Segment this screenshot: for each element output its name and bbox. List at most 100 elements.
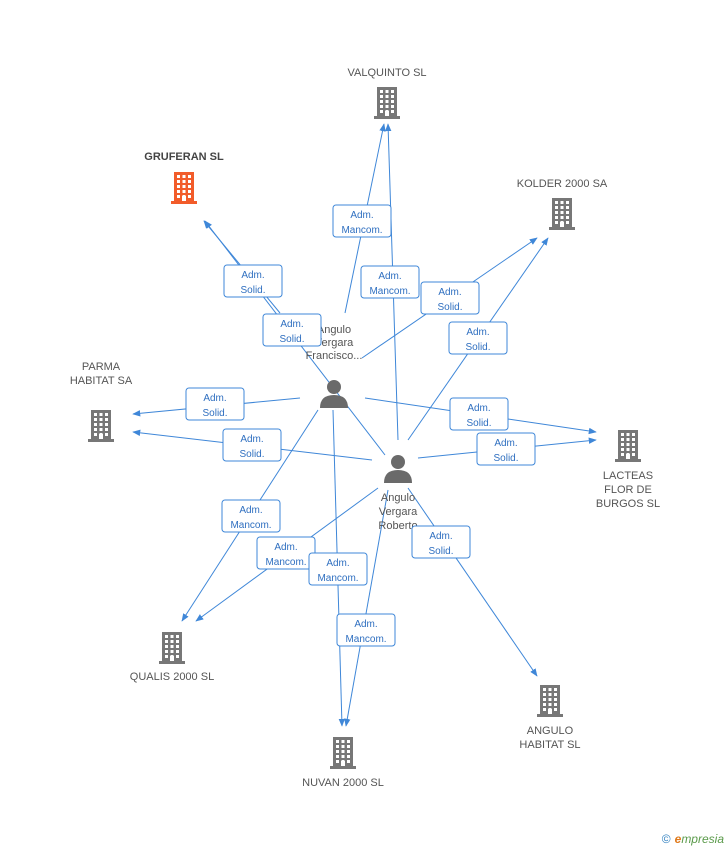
relation-label-r11[interactable]: Adm. Mancom. bbox=[221, 499, 281, 533]
person-label[interactable]: Roberto bbox=[378, 520, 417, 532]
company-node-lacteas[interactable]: LACTEAS FLOR DE BURGOS SL bbox=[596, 430, 660, 510]
company-label[interactable]: ANGULO bbox=[527, 725, 574, 737]
company-label[interactable]: KOLDER 2000 SA bbox=[517, 178, 608, 190]
relation-label-r7[interactable]: Adm. Solid. bbox=[185, 387, 245, 421]
relation-label-text: Mancom. bbox=[265, 557, 306, 568]
company-node-parma[interactable]: PARMA HABITAT SA bbox=[70, 361, 133, 442]
company-label[interactable]: VALQUINTO SL bbox=[347, 67, 426, 79]
relation-label-text: Solid. bbox=[279, 334, 304, 345]
company-label[interactable]: HABITAT SA bbox=[70, 375, 133, 387]
relation-label-text: Solid. bbox=[428, 546, 453, 557]
relation-label-text: Solid. bbox=[465, 342, 490, 353]
company-node-angulo_habitat[interactable]: ANGULO HABITAT SL bbox=[519, 685, 581, 751]
relation-label-box bbox=[262, 313, 322, 347]
company-label[interactable]: HABITAT SL bbox=[519, 739, 580, 751]
relation-label-box bbox=[336, 613, 396, 647]
relation-label-text: Mancom. bbox=[345, 634, 386, 645]
person-label[interactable]: Angulo bbox=[381, 492, 415, 504]
relation-label-text: Mancom. bbox=[341, 225, 382, 236]
building-icon bbox=[615, 430, 641, 462]
relation-label-r1[interactable]: Adm. Mancom. bbox=[332, 204, 392, 238]
relation-label-box bbox=[185, 387, 245, 421]
relation-label-text: Adm. bbox=[350, 210, 373, 221]
relation-line-r14 bbox=[344, 489, 389, 727]
relation-label-box bbox=[420, 281, 480, 315]
company-node-nuvan[interactable]: NUVAN 2000 SL bbox=[302, 737, 384, 789]
relation-label-text: Adm. bbox=[274, 542, 297, 553]
building-icon bbox=[171, 172, 197, 204]
relation-label-box bbox=[222, 428, 282, 462]
person-label[interactable]: Vergara bbox=[379, 506, 418, 518]
building-icon bbox=[537, 685, 563, 717]
relation-label-text: Adm. bbox=[494, 438, 517, 449]
relation-label-r5[interactable]: Adm. Solid. bbox=[420, 281, 480, 315]
relation-label-text: Solid. bbox=[239, 449, 264, 460]
building-icon bbox=[330, 737, 356, 769]
relation-label-box bbox=[411, 525, 471, 559]
person-label[interactable]: Francisco... bbox=[306, 350, 363, 362]
relation-label-box bbox=[448, 321, 508, 355]
relation-label-text: Adm. bbox=[466, 327, 489, 338]
relation-label-r2[interactable]: Adm. Mancom. bbox=[360, 265, 420, 299]
relation-label-text: Adm. bbox=[241, 270, 264, 281]
relation-label-text: Adm. bbox=[354, 619, 377, 630]
company-label[interactable]: NUVAN 2000 SL bbox=[302, 777, 384, 789]
relation-label-r6[interactable]: Adm. Solid. bbox=[448, 321, 508, 355]
relation-label-text: Solid. bbox=[240, 285, 265, 296]
company-label[interactable]: FLOR DE bbox=[604, 484, 652, 496]
relation-label-r15[interactable]: Adm. Solid. bbox=[411, 525, 471, 559]
company-label[interactable]: QUALIS 2000 SL bbox=[130, 671, 214, 683]
relation-label-text: Solid. bbox=[466, 418, 491, 429]
relation-label-box bbox=[221, 499, 281, 533]
company-label[interactable]: PARMA bbox=[82, 361, 121, 373]
relation-label-text: Adm. bbox=[239, 505, 262, 516]
relation-label-r12[interactable]: Adm. Mancom. bbox=[256, 536, 316, 570]
relation-label-text: Adm. bbox=[378, 271, 401, 282]
person-label[interactable]: Vergara bbox=[315, 337, 354, 349]
person-label[interactable]: Angulo bbox=[317, 324, 351, 336]
copyright-icon: © bbox=[661, 832, 671, 846]
relation-label-text: Adm. bbox=[467, 403, 490, 414]
relation-label-box bbox=[360, 265, 420, 299]
relation-label-text: Adm. bbox=[429, 531, 452, 542]
relation-label-text: Adm. bbox=[240, 434, 263, 445]
footer-brand: ©empresia bbox=[662, 832, 724, 846]
relation-label-text: Mancom. bbox=[369, 286, 410, 297]
relation-label-text: Solid. bbox=[437, 302, 462, 313]
relation-label-text: Mancom. bbox=[230, 520, 271, 531]
relation-label-text: Adm. bbox=[326, 558, 349, 569]
relation-label-box bbox=[332, 204, 392, 238]
brand-initial: e bbox=[674, 832, 682, 846]
relation-label-r14[interactable]: Adm. Mancom. bbox=[336, 613, 396, 647]
company-node-valquinto[interactable]: VALQUINTO SL bbox=[347, 67, 427, 119]
relation-line-r15 bbox=[407, 487, 538, 677]
company-node-kolder[interactable]: KOLDER 2000 SA bbox=[517, 178, 608, 230]
relation-label-r3[interactable]: Adm. Solid. bbox=[223, 264, 283, 298]
relation-label-text: Mancom. bbox=[317, 573, 358, 584]
relation-label-text: Adm. bbox=[203, 393, 226, 404]
relation-label-r4[interactable]: Adm. Solid. bbox=[262, 313, 322, 347]
relation-label-r10[interactable]: Adm. Solid. bbox=[476, 432, 536, 466]
company-label[interactable]: BURGOS SL bbox=[596, 498, 660, 510]
relation-label-box bbox=[308, 552, 368, 586]
company-node-qualis[interactable]: QUALIS 2000 SL bbox=[130, 632, 214, 683]
brand-name: mpresia bbox=[681, 832, 724, 846]
person-icon bbox=[320, 380, 348, 408]
relation-label-text: Solid. bbox=[202, 408, 227, 419]
relation-label-text: Adm. bbox=[280, 319, 303, 330]
company-label[interactable]: GRUFERAN SL bbox=[144, 151, 224, 163]
person-icon bbox=[384, 455, 412, 483]
relation-label-r13[interactable]: Adm. Mancom. bbox=[308, 552, 368, 586]
building-icon bbox=[374, 87, 400, 119]
building-icon bbox=[159, 632, 185, 664]
relation-label-text: Adm. bbox=[438, 287, 461, 298]
company-node-gruferan[interactable]: GRUFERAN SL bbox=[144, 151, 224, 204]
company-label[interactable]: LACTEAS bbox=[603, 470, 653, 482]
relation-label-r8[interactable]: Adm. Solid. bbox=[222, 428, 282, 462]
relation-label-r9[interactable]: Adm. Solid. bbox=[449, 397, 509, 431]
relation-label-text: Solid. bbox=[493, 453, 518, 464]
relation-label-box bbox=[223, 264, 283, 298]
person-node-francisco[interactable]: AnguloVergaraFrancisco... bbox=[306, 324, 363, 408]
